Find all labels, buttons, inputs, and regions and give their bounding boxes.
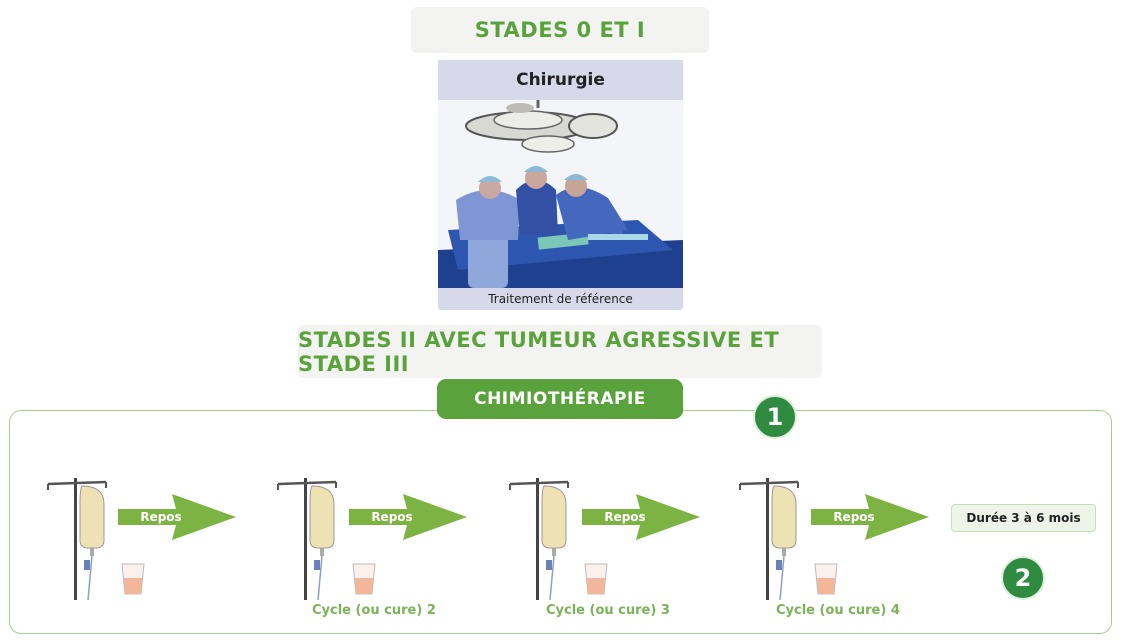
chemotherapy-label: CHIMIOTHÉRAPIE (437, 379, 683, 419)
stage-2-title: STADES II AVEC TUMEUR AGRESSIVE ET STADE… (298, 327, 780, 376)
surgery-card: Chirurgie (438, 60, 683, 310)
rest-label: Repos (833, 510, 875, 524)
number-badge-1: 1 (753, 395, 797, 439)
iv-drip-icon (506, 476, 578, 601)
stage-2-banner: STADES II AVEC TUMEUR AGRESSIVE ET STADE… (298, 325, 822, 378)
duration-label: Durée 3 à 6 mois (951, 504, 1096, 532)
operating-room-illustration (438, 100, 683, 288)
cup-icon (351, 562, 377, 596)
number-badge-2: 2 (1001, 556, 1045, 600)
arrow-right-icon: Repos (118, 494, 236, 540)
surgery-caption: Traitement de référence (438, 288, 683, 310)
arrow-right-icon: Repos (811, 494, 929, 540)
arrow-right-icon: Repos (582, 494, 700, 540)
cup-icon (120, 562, 146, 596)
stage-1-banner: STADES 0 ET I (411, 7, 709, 53)
cup-icon (583, 562, 609, 596)
cycle-label: Cycle (ou cure) 4 (776, 603, 900, 618)
rest-label: Repos (604, 510, 646, 524)
cycle-label: Cycle (ou cure) 2 (312, 603, 436, 618)
iv-drip-icon (44, 476, 116, 601)
iv-drip-icon (736, 476, 808, 601)
stage-1-title: STADES 0 ET I (474, 18, 646, 42)
rest-label: Repos (371, 510, 413, 524)
rest-label: Repos (140, 510, 182, 524)
arrow-right-icon: Repos (349, 494, 467, 540)
cup-icon (813, 562, 839, 596)
chemotherapy-title: CHIMIOTHÉRAPIE (474, 389, 646, 409)
cycle-label: Cycle (ou cure) 3 (546, 603, 670, 618)
surgery-title: Chirurgie (438, 60, 683, 100)
iv-drip-icon (274, 476, 346, 601)
